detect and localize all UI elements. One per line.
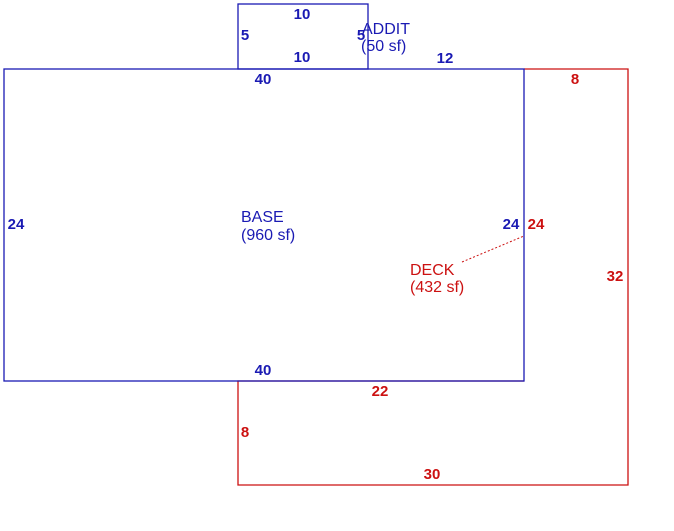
dim-deck-top: 8 [571,71,579,88]
addit-area-label: (50 sf) [361,38,406,55]
deck-leader-line [461,235,525,263]
base-name-label: BASE [241,209,284,226]
deck-area-label: (432 sf) [410,279,464,296]
dim-addit-left: 5 [241,27,249,44]
dim-base-top: 40 [255,71,272,88]
dim-deck-bottom: 30 [424,466,441,483]
dim-deck-mid-bottom: 22 [372,383,389,400]
dim-base-right: 24 [503,216,520,233]
dim-deck-right: 32 [607,268,624,285]
base-area-label: (960 sf) [241,227,295,244]
addit-outline [237,3,369,70]
dim-top-segment: 12 [437,50,454,67]
dim-base-left: 24 [8,216,25,233]
deck-name-label: DECK [410,262,455,279]
dim-addit-top: 10 [294,6,311,23]
dim-base-bottom: 40 [255,362,272,379]
dim-addit-bottom: 10 [294,49,311,66]
addit-name-label: ADDIT [362,21,410,38]
dim-deck-left-lower: 8 [241,424,249,441]
dim-deck-inner-left: 24 [528,216,545,233]
dim-addit-right: 5 [357,27,365,44]
